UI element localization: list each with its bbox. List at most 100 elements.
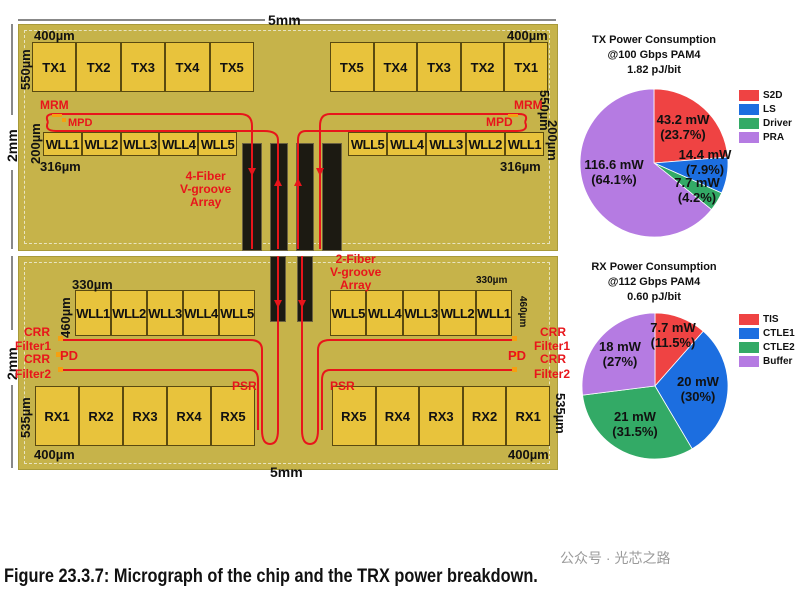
slice-pct: (30%) <box>680 389 716 404</box>
legend-label: Driver <box>763 117 792 129</box>
psr-label-left: PSR <box>232 379 257 393</box>
legend-item-buffer: Buffer <box>739 354 795 368</box>
tx-block: TX2 <box>76 42 121 92</box>
wll-width-left: 316µm <box>40 159 81 174</box>
slice-value: 116.6 mW <box>584 157 644 172</box>
slice-label-ctle2: 21 mW(31.5%) <box>612 409 658 439</box>
rx-block: RX5 <box>332 386 376 446</box>
slice-label-driver: 7.7 mW(4.2%) <box>674 175 720 205</box>
tx-block: TX4 <box>165 42 210 92</box>
crr-label-2-left: CRR <box>24 352 50 366</box>
legend-label: PRA <box>763 131 785 143</box>
title-line: 1.82 pJ/bit <box>627 64 681 76</box>
mrm-label-left: MRM <box>40 98 69 112</box>
wll-block: WLL4 <box>183 290 219 336</box>
wll-width-bottom-left: 330µm <box>72 277 113 292</box>
filter1-label-right: Filter1 <box>534 339 571 353</box>
slice-label-ctle1: 20 mW(30%) <box>677 374 719 404</box>
tx-block: TX1 <box>504 42 548 92</box>
wll-height-bottom-right: 460µm <box>517 296 528 328</box>
wll-block: WLL1 <box>475 290 513 336</box>
slice-pct: (4.2%) <box>677 190 717 205</box>
filter1-label-left: Filter1 <box>15 339 52 353</box>
legend-swatch <box>739 103 759 115</box>
rx-height-right: 535µm <box>553 393 568 434</box>
slice-value: 7.7 mW <box>650 320 696 335</box>
mpd-label-left: MPD <box>68 117 93 129</box>
slice-label-s2d: 43.2 mW(23.7%) <box>657 112 710 142</box>
rx-block: RX2 <box>79 386 123 446</box>
tx-block: TX1 <box>32 42 77 92</box>
fiber-label-line: V-groove <box>180 182 232 196</box>
slice-pct: (27%) <box>602 354 638 369</box>
fiber-label-line: Array <box>190 195 222 209</box>
tx-height-left: 550µm <box>18 49 33 90</box>
rx-block: RX4 <box>167 386 211 446</box>
pie-slice-buffer <box>581 312 656 396</box>
rx-block: RX5 <box>211 386 255 446</box>
width-label-bottom: 5mm <box>270 464 303 480</box>
rx-width-left: 400µm <box>34 447 75 462</box>
slice-pct: (64.1%) <box>591 172 637 187</box>
tx-width-left: 400µm <box>34 28 75 43</box>
legend-swatch <box>739 89 759 101</box>
slice-value: 20 mW <box>677 374 719 389</box>
tx-block: TX3 <box>417 42 461 92</box>
slice-label-buffer: 18 mW(27%) <box>599 339 641 369</box>
wll-block: WLL4 <box>366 290 403 336</box>
legend-item-ctle2: CTLE2 <box>739 340 795 354</box>
wll-block: WLL2 <box>465 132 505 156</box>
fiber-label-line: 2-Fiber <box>335 252 376 266</box>
legend-label: LS <box>763 103 776 115</box>
slice-pct: (7.9%) <box>685 162 725 177</box>
slice-value: 14.4 mW <box>678 147 732 162</box>
slice-value: 21 mW <box>614 409 656 424</box>
tx-block: TX5 <box>330 42 374 92</box>
wll-block: WLL5 <box>330 290 367 336</box>
legend-swatch <box>739 327 759 339</box>
legend-swatch <box>739 341 759 353</box>
slice-label-pra: 116.6 mW(64.1%) <box>584 157 643 187</box>
wll-block: WLL1 <box>504 132 545 156</box>
rx-block: RX2 <box>462 386 507 446</box>
legend-item-s2d: S2D <box>739 88 795 102</box>
rx-block: RX1 <box>506 386 550 446</box>
mpd-label-right: MPD <box>486 115 513 129</box>
waveguide-routes <box>11 19 556 468</box>
slice-label-tis: 7.7 mW(11.5%) <box>650 320 696 350</box>
legend-label: CTLE2 <box>763 341 795 353</box>
height-label-top: 2mm <box>4 129 20 162</box>
width-label-top: 5mm <box>268 12 301 28</box>
fiber-label-line: V-groove <box>330 265 382 279</box>
wll-height-left: 200µm <box>28 123 43 164</box>
wll-block: WLL2 <box>439 290 476 336</box>
wll-block: WLL4 <box>387 132 427 156</box>
wll-block: WLL4 <box>159 132 199 156</box>
legend-item-ls: LS <box>739 102 795 116</box>
wll-block: WLL5 <box>219 290 255 336</box>
pie-slice-s2d <box>653 88 729 164</box>
title-line: @112 Gbps PAM4 <box>607 276 701 288</box>
legend-label: TIS <box>763 313 779 325</box>
filter2-label-left: Filter2 <box>15 367 52 381</box>
slice-value: 18 mW <box>599 339 641 354</box>
crr-label-1-left: CRR <box>24 325 50 339</box>
legend-swatch <box>739 313 759 325</box>
pd-label-left: PD <box>60 348 79 363</box>
wll-block: WLL1 <box>43 132 82 156</box>
v-groove-4 <box>322 143 342 251</box>
wll-block: WLL3 <box>120 132 160 156</box>
pie-slice-pra <box>579 88 713 238</box>
v-groove-3 <box>296 143 314 251</box>
watermark: 公众号 · 光芯之路 <box>560 550 671 566</box>
pd-label-right: PD <box>508 348 527 363</box>
